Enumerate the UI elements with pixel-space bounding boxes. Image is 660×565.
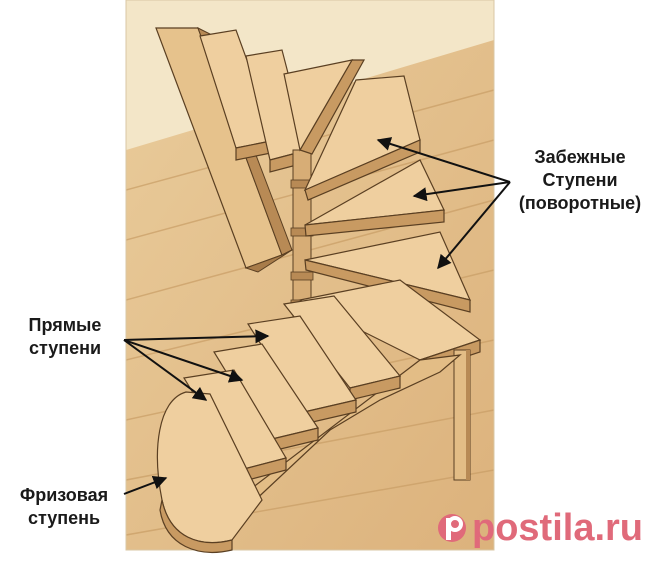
straight-arrow-3 <box>123 339 208 401</box>
frieze-label-line-2: ступень <box>27 508 101 528</box>
frieze-arrow <box>123 475 168 495</box>
support-post <box>453 349 471 481</box>
straight-steps-label: Прямые ступени <box>10 314 120 360</box>
straight-arrow-1 <box>123 329 270 344</box>
frieze-label-line-1: Фризовая <box>19 485 109 505</box>
postila-logo-icon <box>438 514 466 542</box>
lower-straight-treads <box>183 295 402 483</box>
winder-arrow-2 <box>412 181 511 202</box>
watermark-text: postila.ru <box>472 506 644 549</box>
straight-label-line-1: Прямые <box>28 315 102 335</box>
frieze-step <box>156 391 263 553</box>
winder-arrow-3 <box>437 181 511 270</box>
winder-label-line-3: (поворотные) <box>518 193 642 213</box>
watermark: postila.ru <box>438 500 643 556</box>
winder-steps-label: Забежные Ступени (поворотные) <box>500 146 660 215</box>
winder-treads <box>283 59 482 373</box>
winder-label-line-1: Забежные <box>534 147 626 167</box>
winder-arrow-1 <box>376 137 511 183</box>
straight-label-line-2: ступени <box>28 338 102 358</box>
straight-arrow-2 <box>123 339 244 383</box>
straight-arrows <box>123 329 270 401</box>
frieze-step-label: Фризовая ступень <box>4 484 124 530</box>
lower-stringer <box>209 354 462 521</box>
winder-label-line-2: Ступени <box>542 170 618 190</box>
winder-arrows <box>376 137 511 270</box>
